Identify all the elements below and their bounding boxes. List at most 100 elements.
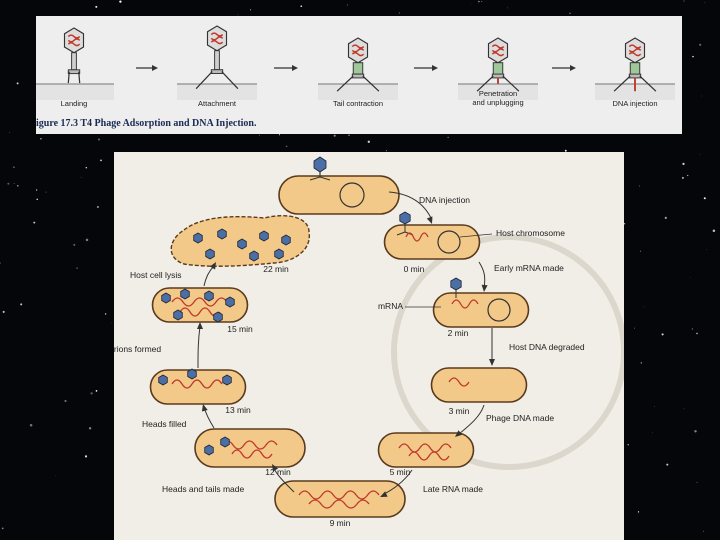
time-2-min: 2 min — [448, 328, 469, 338]
star — [16, 82, 19, 85]
stage-arrow-head — [292, 65, 298, 71]
star — [64, 399, 67, 403]
star — [104, 313, 107, 315]
star — [506, 7, 508, 9]
star — [346, 4, 348, 6]
stage-label-5: DNA injection — [612, 99, 657, 108]
phage-tail-fibers — [613, 75, 657, 92]
time-15-min: 15 min — [227, 324, 253, 334]
label-mrna: mRNA — [378, 301, 403, 311]
star — [664, 216, 667, 220]
star — [643, 306, 645, 308]
star — [80, 176, 82, 178]
phage-head — [187, 368, 197, 380]
attaching-phage-fibers — [309, 176, 331, 181]
phage-tail — [71, 52, 77, 71]
star — [98, 138, 100, 141]
star — [36, 198, 38, 201]
time-13-min: 13 min — [225, 405, 251, 415]
cycle-arrow — [203, 265, 215, 287]
star — [1, 527, 4, 530]
star — [90, 392, 93, 395]
star — [696, 332, 698, 335]
cell-surface — [36, 84, 114, 100]
star — [696, 482, 698, 483]
time-0-min: 0 min — [404, 264, 425, 274]
stage-arrow-head — [432, 65, 438, 71]
label-host-chromosome: Host chromosome — [496, 228, 565, 238]
cell-dna-injection — [278, 175, 400, 215]
stage-label-4: Penetration — [479, 89, 517, 98]
phage-baseplate — [67, 69, 81, 75]
released-phage-head — [274, 248, 284, 260]
phage-icon — [63, 27, 85, 84]
phage-tail-fibers — [336, 75, 380, 92]
star — [687, 174, 689, 177]
star — [398, 12, 400, 14]
cycle-arrow-head — [426, 216, 433, 224]
phage-baseplate — [210, 69, 224, 74]
star — [300, 5, 303, 8]
star — [76, 267, 78, 269]
phage-tail-fibers — [195, 71, 239, 90]
star — [111, 322, 113, 324]
released-phage-head — [249, 250, 259, 262]
star — [348, 134, 350, 136]
star — [95, 390, 98, 392]
phage-dna — [448, 377, 470, 387]
star — [88, 427, 92, 430]
released-phage-head — [259, 230, 269, 242]
star — [639, 185, 641, 187]
label-phage-dna-made: Phage DNA made — [486, 413, 554, 423]
star — [100, 159, 102, 162]
star — [2, 310, 5, 313]
star — [367, 140, 370, 143]
star — [13, 183, 15, 184]
star — [701, 95, 703, 97]
phage-dna — [491, 44, 505, 57]
star — [691, 328, 693, 330]
phage-sheath — [352, 62, 364, 75]
star — [639, 250, 642, 252]
cycle-arrow — [197, 325, 201, 369]
star — [692, 55, 694, 58]
star — [661, 333, 664, 336]
star — [9, 132, 11, 133]
star — [652, 432, 653, 433]
star — [703, 197, 706, 200]
host-chromosome — [339, 182, 365, 208]
attaching-phage-head — [313, 156, 327, 173]
phage-dna — [171, 379, 223, 389]
stage-label-1: Landing — [61, 99, 88, 108]
time-5-min: 5 min — [390, 467, 411, 477]
phage-dna — [171, 297, 228, 307]
cycle-arrow-head — [489, 359, 495, 366]
star — [699, 43, 702, 46]
star — [333, 134, 336, 137]
star — [654, 406, 655, 408]
phage-dna — [298, 490, 380, 500]
phage-dna — [67, 34, 81, 47]
phage-dna — [210, 32, 224, 45]
label-heads-filled: Heads filled — [142, 419, 187, 429]
phage-tail-fibers — [476, 75, 520, 92]
phage-dna — [351, 44, 365, 57]
star — [623, 223, 626, 225]
phage-head — [222, 374, 232, 386]
cycle-arrow-head — [481, 284, 488, 292]
star — [681, 176, 684, 179]
star — [447, 136, 449, 139]
star — [85, 238, 89, 242]
phage-dna — [231, 449, 273, 459]
star — [84, 455, 88, 458]
progeny-phage-head — [213, 311, 223, 323]
star — [385, 150, 388, 152]
released-phage-head — [205, 248, 215, 260]
star — [682, 162, 685, 166]
replicating-phage-dna — [408, 451, 450, 461]
star — [564, 149, 567, 152]
phage-head-assembly — [204, 444, 214, 456]
